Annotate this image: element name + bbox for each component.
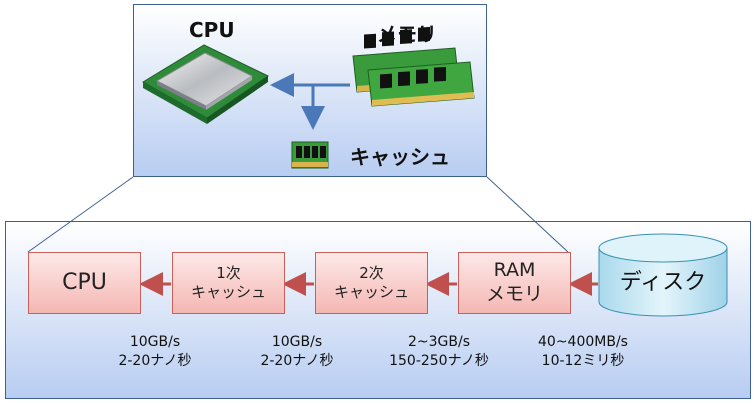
l2-cache-box: 2次 キャッシュ: [315, 252, 428, 314]
cpu-box-label: CPU: [62, 270, 107, 296]
disk-stats: 40~400MB/s 10-12ミリ秒: [518, 333, 648, 371]
l2-stats: 10GB/s 2-20ナノ秒: [232, 333, 362, 371]
l2-cache-line1: 2次: [359, 264, 384, 283]
cache-chip-icon: [291, 141, 329, 169]
l1-cache-box: 1次 キャッシュ: [172, 252, 285, 314]
l2-cache-line2: キャッシュ: [333, 283, 409, 301]
l1-cache-line1: 1次: [216, 264, 241, 283]
disk-latency: 10-12ミリ秒: [541, 353, 625, 369]
ram-box-line1: RAM: [493, 259, 536, 282]
disk-label: ディスク: [619, 270, 707, 295]
ram-box-line2: メモリ: [485, 283, 543, 305]
cpu-box: CPU: [28, 252, 141, 314]
ram-speed: 2~3GB/s: [407, 334, 470, 350]
ram-stats: 2~3GB/s 150-250ナノ秒: [374, 333, 504, 371]
ram-box: RAM メモリ: [458, 252, 571, 314]
memory-label: メモリ: [377, 22, 437, 46]
l2-latency: 2-20ナノ秒: [260, 353, 334, 369]
zoom-line-left: [27, 176, 134, 253]
memory-modules-icon: [352, 26, 475, 107]
disk-speed: 40~400MB/s: [538, 334, 628, 350]
l1-cache-line2: キャッシュ: [190, 283, 266, 301]
cpu-chip-icon: [142, 44, 269, 124]
l1-speed: 10GB/s: [129, 334, 181, 350]
cache-label: キャッシュ: [350, 145, 450, 169]
zoom-line-right: [486, 176, 569, 253]
l1-latency: 2-20ナノ秒: [118, 353, 192, 369]
l2-speed: 10GB/s: [271, 334, 323, 350]
l1-stats: 10GB/s 2-20ナノ秒: [90, 333, 220, 371]
disk-cylinder: [598, 233, 728, 317]
ram-latency: 150-250ナノ秒: [389, 353, 489, 369]
cpu-label: CPU: [189, 18, 235, 42]
